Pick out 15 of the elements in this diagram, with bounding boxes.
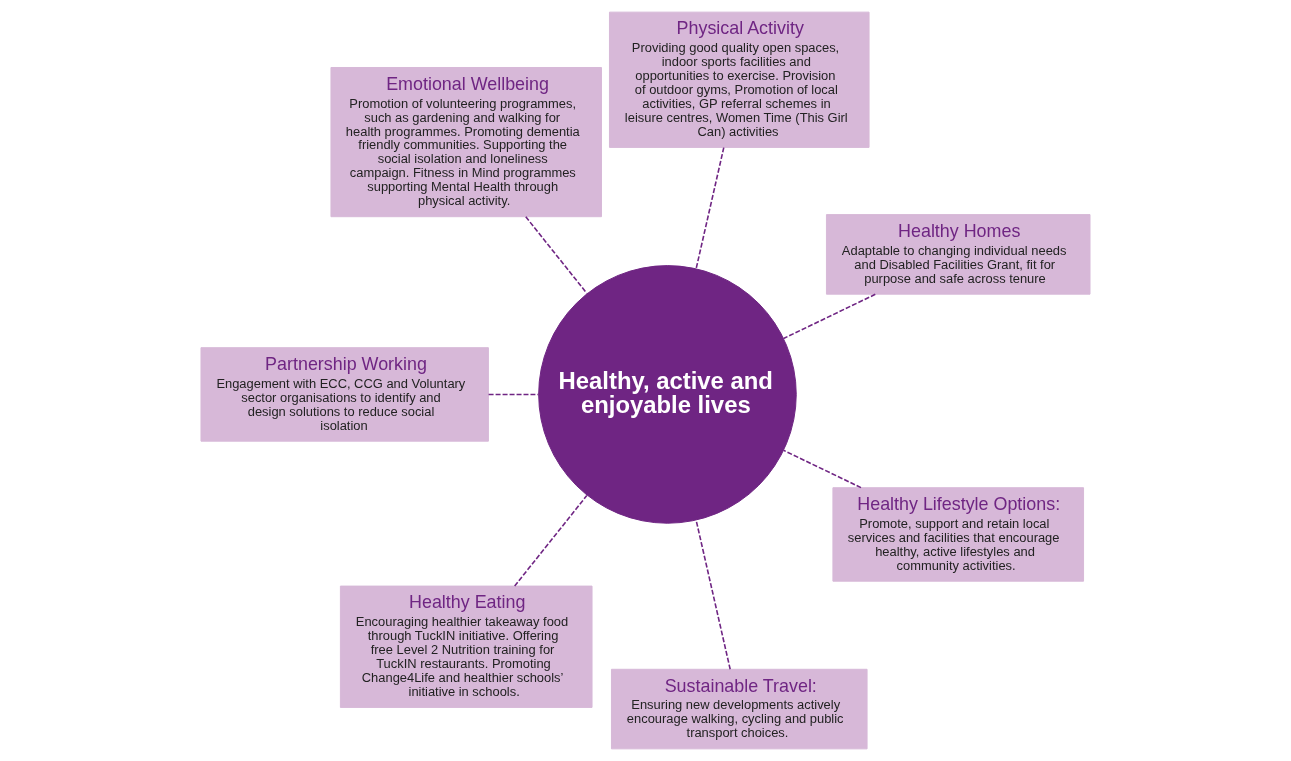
node-box: Healthy Homes Adaptable to changing individual needs and Disabled Facilities Grant, fit for purpose and safe across tenure xyxy=(825,214,1091,295)
node-box: Physical Activity Providing good quality open spaces, indoor sports facilities and opportunities to exercise. Provision of outdoor gyms, Promotion of local activities, GP referral schemes in leisure centres, Women Time (This Girl Can) activities xyxy=(608,11,870,148)
node-box: Healthy Lifestyle Options: Promote, support and retain local services and facilities that encourage healthy, active lifestyles and community activities. xyxy=(832,487,1085,582)
node-circle: Healthy, active and enjoyable lives xyxy=(538,265,797,524)
connector xyxy=(513,494,588,587)
node-box: Partnership Working Engagement with ECC, CCG and Voluntary sector organisations to identify and design solutions to reduce social isolation xyxy=(200,347,489,442)
node-box: Emotional Wellbeing Promotion of volunteering programmes, such as gardening and walking for health programmes. Promoting dementia friendly communities. Supporting the social isolation and loneliness campaign. Fitness in Mind programmes supporting Mental Health through physical activity. xyxy=(330,67,602,218)
node-box: Sustainable Travel: Ensuring new developments actively encourage walking, cycling and public transport choices. xyxy=(610,668,868,750)
connector xyxy=(487,393,540,396)
connector xyxy=(782,449,862,489)
connector xyxy=(695,519,731,671)
connector xyxy=(695,146,725,270)
node-box: Healthy Eating Encouraging healthier takeaway food through TuckIN initiative. Offering free Level 2 Nutrition training for TuckIN restaurants. Promoting Change4Life and healthier schools’ initiative in schools. xyxy=(339,585,593,708)
connector xyxy=(525,216,588,295)
connector xyxy=(782,293,877,340)
